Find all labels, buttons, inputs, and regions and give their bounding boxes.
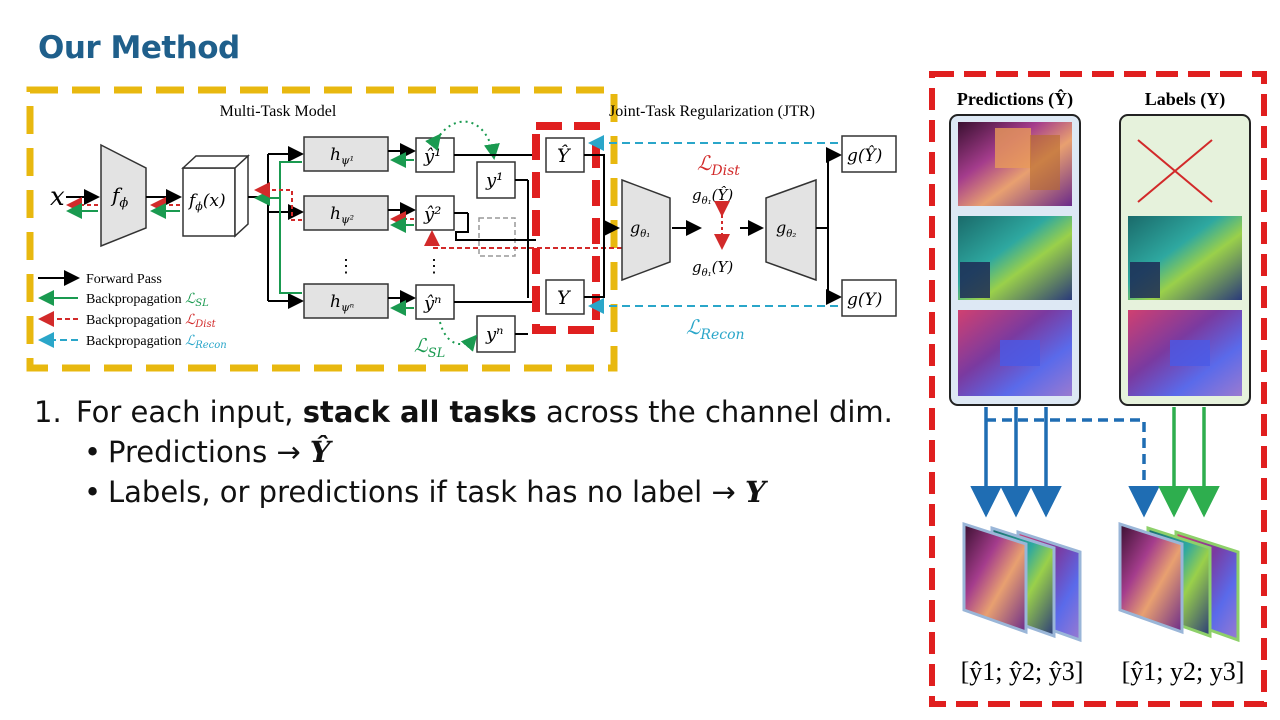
head-n: [303, 283, 389, 319]
svg-text:ŷ¹: ŷ¹: [423, 146, 441, 167]
sub-bullet-2-symbol: Y: [744, 475, 766, 509]
heads-vdots: ⋮: [337, 256, 355, 276]
pred-stack-caption: [ŷ1; ŷ2; ŷ3]: [961, 657, 1084, 686]
svg-text:g(Ŷ): g(Ŷ): [847, 145, 882, 166]
right-panel-frame: [929, 71, 1267, 707]
jtr-decoder-block: [765, 178, 817, 282]
encoder-block: [100, 143, 147, 248]
svg-text:Y: Y: [557, 287, 572, 309]
slide-title: Our Method: [38, 30, 240, 66]
svg-text:Backpropagation ℒSL: Backpropagation ℒSL: [86, 291, 209, 309]
out-pred-box: [841, 135, 897, 173]
sub-bullet-predictions: •Predictions → Ŷ: [84, 435, 893, 469]
bullet-dot: •: [84, 475, 102, 509]
mtm-label: Multi-Task Model: [220, 103, 337, 120]
svg-text:y¹: y¹: [485, 170, 503, 191]
sub-bullet-labels: •Labels, or predictions if task has no l…: [84, 475, 893, 509]
svg-text:ŷⁿ: ŷⁿ: [423, 293, 441, 314]
sub-bullet-1-symbol: Ŷ: [309, 435, 331, 469]
bullet-dot: •: [84, 435, 102, 469]
svg-text:gθ₁: gθ₁: [630, 218, 650, 240]
pred-n-box: [415, 284, 455, 320]
input-x: x: [50, 182, 65, 212]
out-label-box: [841, 279, 897, 317]
label-stack-caption: [ŷ1; y2; y3]: [1122, 657, 1245, 686]
preds-vdots: ⋮: [425, 256, 443, 276]
loss-sl: ℒSL: [414, 335, 445, 361]
svg-text:fϕ(x): fϕ(x): [187, 191, 226, 213]
svg-text:Forward Pass: Forward Pass: [86, 272, 162, 287]
head-1: [303, 136, 389, 172]
sub-bullet-1-text: Predictions →: [108, 435, 310, 469]
label-column-title: Labels (Y): [1145, 89, 1226, 110]
jtr-encoder-block: [621, 178, 671, 282]
bullet-list: 1. For each input, stack all tasks across…: [34, 395, 893, 509]
svg-text:Backpropagation ℒDist: Backpropagation ℒDist: [86, 312, 217, 330]
pred-column-title: Predictions (Ŷ): [957, 88, 1073, 110]
loss-recon: ℒRecon: [686, 315, 745, 343]
emb-label: gθ₁(Y): [692, 258, 733, 279]
svg-text:Ŷ: Ŷ: [557, 144, 572, 167]
svg-text:Backpropagation ℒRecon: Backpropagation ℒRecon: [86, 333, 227, 351]
svg-text:hψⁿ: hψⁿ: [330, 292, 354, 314]
jtr-label: Joint-Task Regularization (JTR): [609, 103, 815, 120]
label-stack: [1118, 521, 1240, 643]
emb-pred: gθ₁(Ŷ): [692, 186, 733, 207]
bullet-main: 1. For each input, stack all tasks across…: [34, 395, 893, 429]
pred-stack: [962, 521, 1082, 643]
stack-frame: [532, 122, 600, 334]
bullet-number: 1.: [34, 395, 62, 429]
svg-text:g(Y): g(Y): [847, 290, 882, 310]
feature-cube: fϕ(x): [181, 154, 250, 238]
sub-bullet-2-text: Labels, or predictions if task has no la…: [108, 475, 745, 509]
bullet-main-bold: stack all tasks: [302, 395, 537, 429]
missing-label-box: [478, 217, 516, 257]
loss-dist: ℒDist: [697, 151, 740, 179]
bullet-main-post: across the channel dim.: [536, 395, 893, 429]
head-2: [303, 195, 389, 231]
svg-text:ŷ²: ŷ²: [423, 204, 441, 225]
bullet-main-pre: For each input,: [76, 395, 303, 429]
svg-text:yⁿ: yⁿ: [485, 324, 503, 345]
legend: Forward Pass Backpropagation ℒSL Backpro…: [38, 270, 227, 351]
svg-text:gθ₂: gθ₂: [776, 218, 796, 240]
stack-label-box: [545, 279, 585, 315]
missing-label-cross: [1137, 139, 1213, 203]
svg-text:hψ²: hψ²: [330, 204, 354, 226]
svg-text:hψ¹: hψ¹: [330, 145, 354, 167]
